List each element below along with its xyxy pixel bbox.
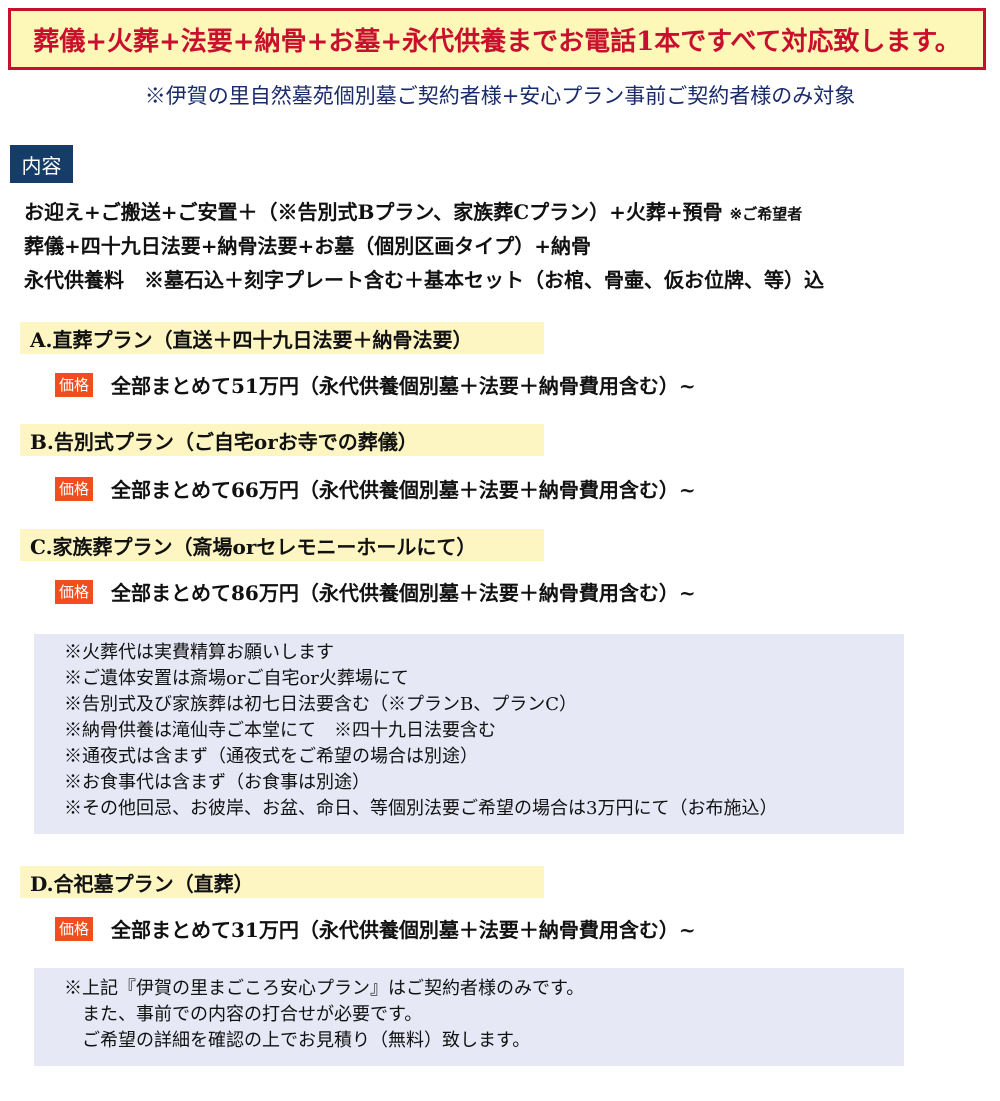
- price-badge: 価格: [55, 579, 94, 604]
- note-line: ※その他回忌、お彼岸、お盆、命日、等個別法要ご希望の場合は3万円にて（お布施込）: [64, 798, 778, 819]
- plan-c-title: C.家族葬プラン（斎場orセレモニーホールにて）: [20, 529, 544, 561]
- contents-line-1-main: お迎え+ご搬送+ご安置＋（※告別式Bプラン、家族葬Cプラン）+火葬+預骨: [24, 200, 723, 224]
- contents-tag: 内容: [10, 145, 73, 183]
- plan-a-price: 全部まとめて51万円（永代供養個別墓＋法要＋納骨費用含む）~: [111, 374, 696, 398]
- plan-b-price-row: 価格 全部まとめて66万円（永代供養個別墓＋法要＋納骨費用含む）~: [55, 474, 696, 503]
- note-line: ※告別式及び家族葬は初七日法要含む（※プランB、プランC）: [64, 694, 577, 715]
- note-line: ※通夜式は含まず（通夜式をご希望の場合は別途）: [64, 746, 478, 767]
- note-line: ※上記『伊賀の里まごころ安心プラン』はご契約者様のみです。: [64, 978, 585, 999]
- contents-line-3: 永代供養料 ※墓石込＋刻字プレート含む＋基本セット（お棺、骨壷、仮お位牌、等）込: [24, 268, 824, 292]
- note-line: ※ご遺体安置は斎場orご自宅or火葬場にて: [64, 668, 409, 689]
- plan-a-title: A.直葬プラン（直送＋四十九日法要＋納骨法要）: [20, 322, 544, 354]
- plan-notes-box: ※火葬代は実費精算お願いします ※ご遺体安置は斎場orご自宅or火葬場にて ※告…: [34, 634, 904, 834]
- note-line: ※納骨供養は滝仙寺ご本堂にて ※四十九日法要含む: [64, 720, 496, 741]
- note-line: ご希望の詳細を確認の上でお見積り（無料）致します。: [64, 1030, 531, 1051]
- contents-line-1: お迎え+ご搬送+ご安置＋（※告別式Bプラン、家族葬Cプラン）+火葬+預骨 ※ご希…: [24, 196, 802, 225]
- price-badge: 価格: [55, 916, 94, 941]
- contract-notes-box: ※上記『伊賀の里まごころ安心プラン』はご契約者様のみです。 また、事前での内容の…: [34, 968, 904, 1066]
- note-line: ※火葬代は実費精算お願いします: [64, 642, 334, 663]
- plan-b-price: 全部まとめて66万円（永代供養個別墓＋法要＋納骨費用含む）~: [111, 478, 696, 502]
- plan-d-title: D.合祀墓プラン（直葬）: [20, 866, 544, 898]
- plan-a-price-row: 価格 全部まとめて51万円（永代供養個別墓＋法要＋納骨費用含む）~: [55, 370, 696, 399]
- note-line: また、事前での内容の打合せが必要です。: [64, 1004, 423, 1025]
- price-badge: 価格: [55, 372, 94, 397]
- contents-line-1-note: ※ご希望者: [729, 205, 803, 223]
- eligibility-note: ※伊賀の里自然墓苑個別墓ご契約者様+安心プラン事前ご契約者様のみ対象: [144, 84, 856, 108]
- headline-banner: 葬儀+火葬+法要+納骨+お墓+永代供養までお電話1本ですべて対応致します。: [8, 8, 986, 70]
- note-line: ※お食事代は含まず（お食事は別途）: [64, 772, 370, 793]
- contents-line-2: 葬儀+四十九日法要+納骨法要+お墓（個別区画タイプ）+納骨: [24, 234, 592, 258]
- plan-b-title: B.告別式プラン（ご自宅orお寺での葬儀）: [20, 424, 544, 456]
- plan-d-price: 全部まとめて31万円（永代供養個別墓＋法要＋納骨費用含む）~: [111, 918, 696, 942]
- plan-c-price: 全部まとめて86万円（永代供養個別墓＋法要＋納骨費用含む）~: [111, 581, 696, 605]
- headline-text: 葬儀+火葬+法要+納骨+お墓+永代供養までお電話1本ですべて対応致します。: [33, 26, 961, 57]
- price-badge: 価格: [55, 476, 94, 501]
- plan-d-price-row: 価格 全部まとめて31万円（永代供養個別墓＋法要＋納骨費用含む）~: [55, 914, 696, 943]
- plan-c-price-row: 価格 全部まとめて86万円（永代供養個別墓＋法要＋納骨費用含む）~: [55, 577, 696, 606]
